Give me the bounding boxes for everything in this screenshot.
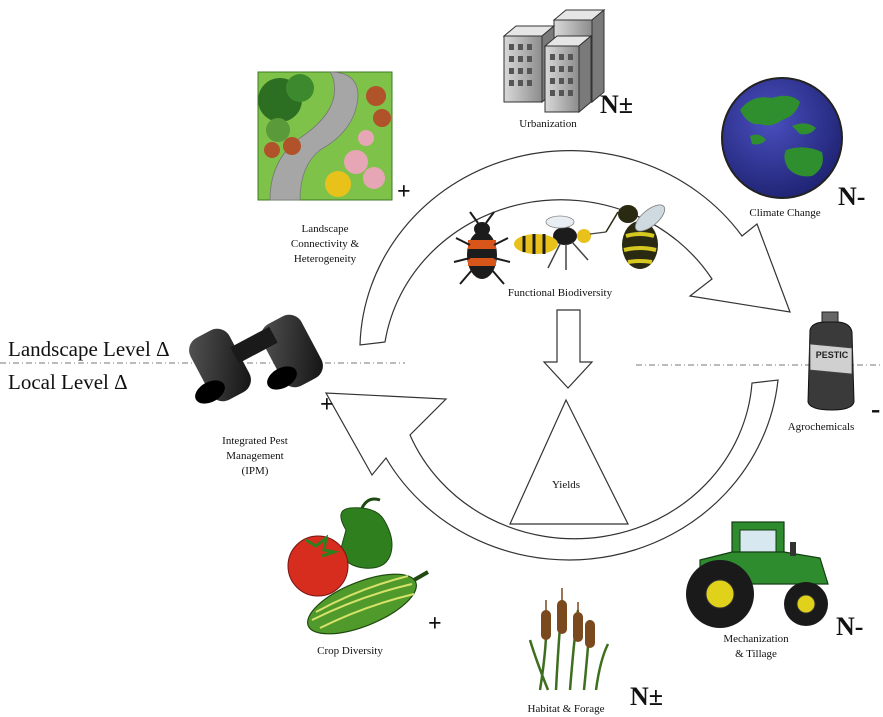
level-divider (0, 362, 883, 366)
landscape-connectivity-sign: + (397, 179, 411, 205)
ipm-label-line-1: Integrated Pest (222, 435, 288, 447)
mechanization-label-line-2: & Tillage (735, 648, 777, 660)
crop-diversity-sign: + (428, 611, 442, 637)
landscape-connectivity-label: Landscape Connectivity & Heterogeneity (258, 222, 392, 267)
landscape-connectivity-label-line-1: Landscape (301, 223, 349, 235)
center-down-arrow (542, 309, 594, 389)
buildings-icon (502, 8, 606, 114)
mechanization-label-line-1: Mechanization (723, 633, 789, 645)
cattails-icon (528, 588, 610, 691)
tractor-icon (686, 521, 829, 628)
cycle-arrow-upper (359, 150, 791, 346)
crop-diversity-label: Crop Diversity (317, 645, 383, 657)
agrochemicals-sign: - (871, 394, 881, 425)
urbanization-sign: N± (600, 90, 634, 119)
ipm-label: Integrated Pest Management (IPM) (200, 434, 310, 479)
globe-icon (721, 77, 843, 199)
agrochemicals-label: Agrochemicals (787, 421, 855, 433)
functional-biodiversity-label: Functional Biodiversity (507, 287, 613, 299)
mechanization-label: Mechanization & Tillage (706, 632, 806, 662)
urbanization-label: Urbanization (519, 118, 577, 130)
vegetables-icon (287, 497, 429, 635)
climate-change-label: Climate Change (749, 207, 821, 219)
landscape-connectivity-label-line-3: Heterogeneity (293, 253, 357, 265)
bee-icon (605, 204, 666, 269)
cycle-arrow-lower (324, 379, 779, 561)
pesticide-bottle-text: PESTIC (815, 350, 849, 360)
landscape-tile-icon (257, 71, 393, 201)
local-level-label: Local Level Δ (8, 370, 128, 394)
yields-triangle (509, 398, 629, 525)
yields-label: Yields (551, 479, 581, 491)
habitat-forage-label: Habitat & Forage (527, 703, 605, 715)
landscape-connectivity-label-line-2: Connectivity & (290, 238, 360, 250)
wasp-icon (514, 215, 607, 270)
mechanization-sign: N- (836, 612, 864, 641)
climate-change-sign: N- (838, 182, 866, 211)
beetle-icon (453, 211, 511, 285)
ipm-label-line-2: Management (226, 450, 284, 462)
ipm-label-line-3: (IPM) (241, 465, 269, 477)
habitat-forage-sign: N± (630, 682, 664, 711)
landscape-level-label: Landscape Level Δ (8, 337, 170, 361)
ipm-sign: + (320, 392, 334, 418)
binoculars-icon (189, 314, 323, 404)
pesticide-bottle-icon (807, 311, 855, 411)
